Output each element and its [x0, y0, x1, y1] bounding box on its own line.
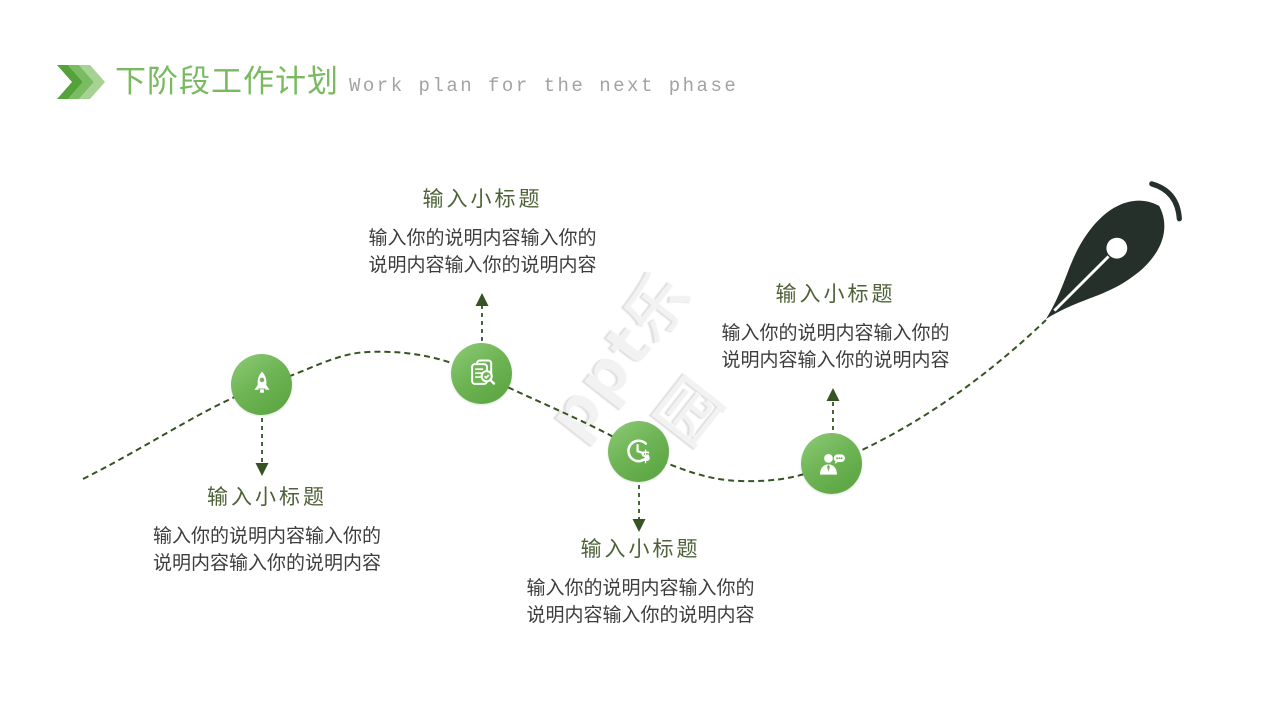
pen-nib-icon [1046, 181, 1182, 319]
page-subtitle: Work plan for the next phase [349, 75, 739, 97]
milestone-description: 输入你的说明内容输入你的说明内容输入你的说明内容 [721, 322, 950, 371]
milestone-description: 输入你的说明内容输入你的说明内容输入你的说明内容 [526, 577, 755, 626]
milestone-node-1 [231, 354, 292, 415]
rocket-icon [254, 371, 269, 393]
milestone-description: 输入你的说明内容输入你的说明内容输入你的说明内容 [368, 227, 597, 276]
milestone-text-3: 输入小标题 输入你的说明内容输入你的说明内容输入你的说明内容 [518, 536, 763, 629]
connector-arrow-down-2 [632, 485, 646, 532]
svg-text:$: $ [640, 447, 650, 465]
milestone-text-2: 输入小标题 输入你的说明内容输入你的说明内容输入你的说明内容 [360, 186, 605, 279]
milestone-title: 输入小标题 [207, 485, 327, 509]
slide-header: 下阶段工作计划 Work plan for the next phase [57, 62, 738, 102]
person-chat-icon [819, 453, 845, 475]
milestone-node-4 [801, 433, 862, 494]
page-title: 下阶段工作计划 [115, 64, 339, 100]
milestone-title: 输入小标题 [775, 282, 896, 306]
milestone-description: 输入你的说明内容输入你的说明内容输入你的说明内容 [152, 525, 381, 574]
milestone-node-2 [451, 343, 512, 404]
connector-arrow-down-1 [255, 418, 269, 476]
milestone-node-3: $ [608, 421, 669, 482]
milestone-title: 输入小标题 [422, 187, 543, 211]
milestone-title: 输入小标题 [580, 537, 701, 561]
document-search-icon [470, 359, 495, 385]
milestone-text-1: 输入小标题 输入你的说明内容输入你的说明内容输入你的说明内容 [146, 484, 388, 577]
connector-arrow-up-1 [475, 293, 489, 341]
triple-chevron-right-icon [57, 65, 105, 99]
connector-arrow-up-2 [826, 388, 840, 430]
milestone-text-4: 输入小标题 输入你的说明内容输入你的说明内容输入你的说明内容 [713, 281, 958, 374]
clock-money-icon: $ [626, 438, 650, 465]
